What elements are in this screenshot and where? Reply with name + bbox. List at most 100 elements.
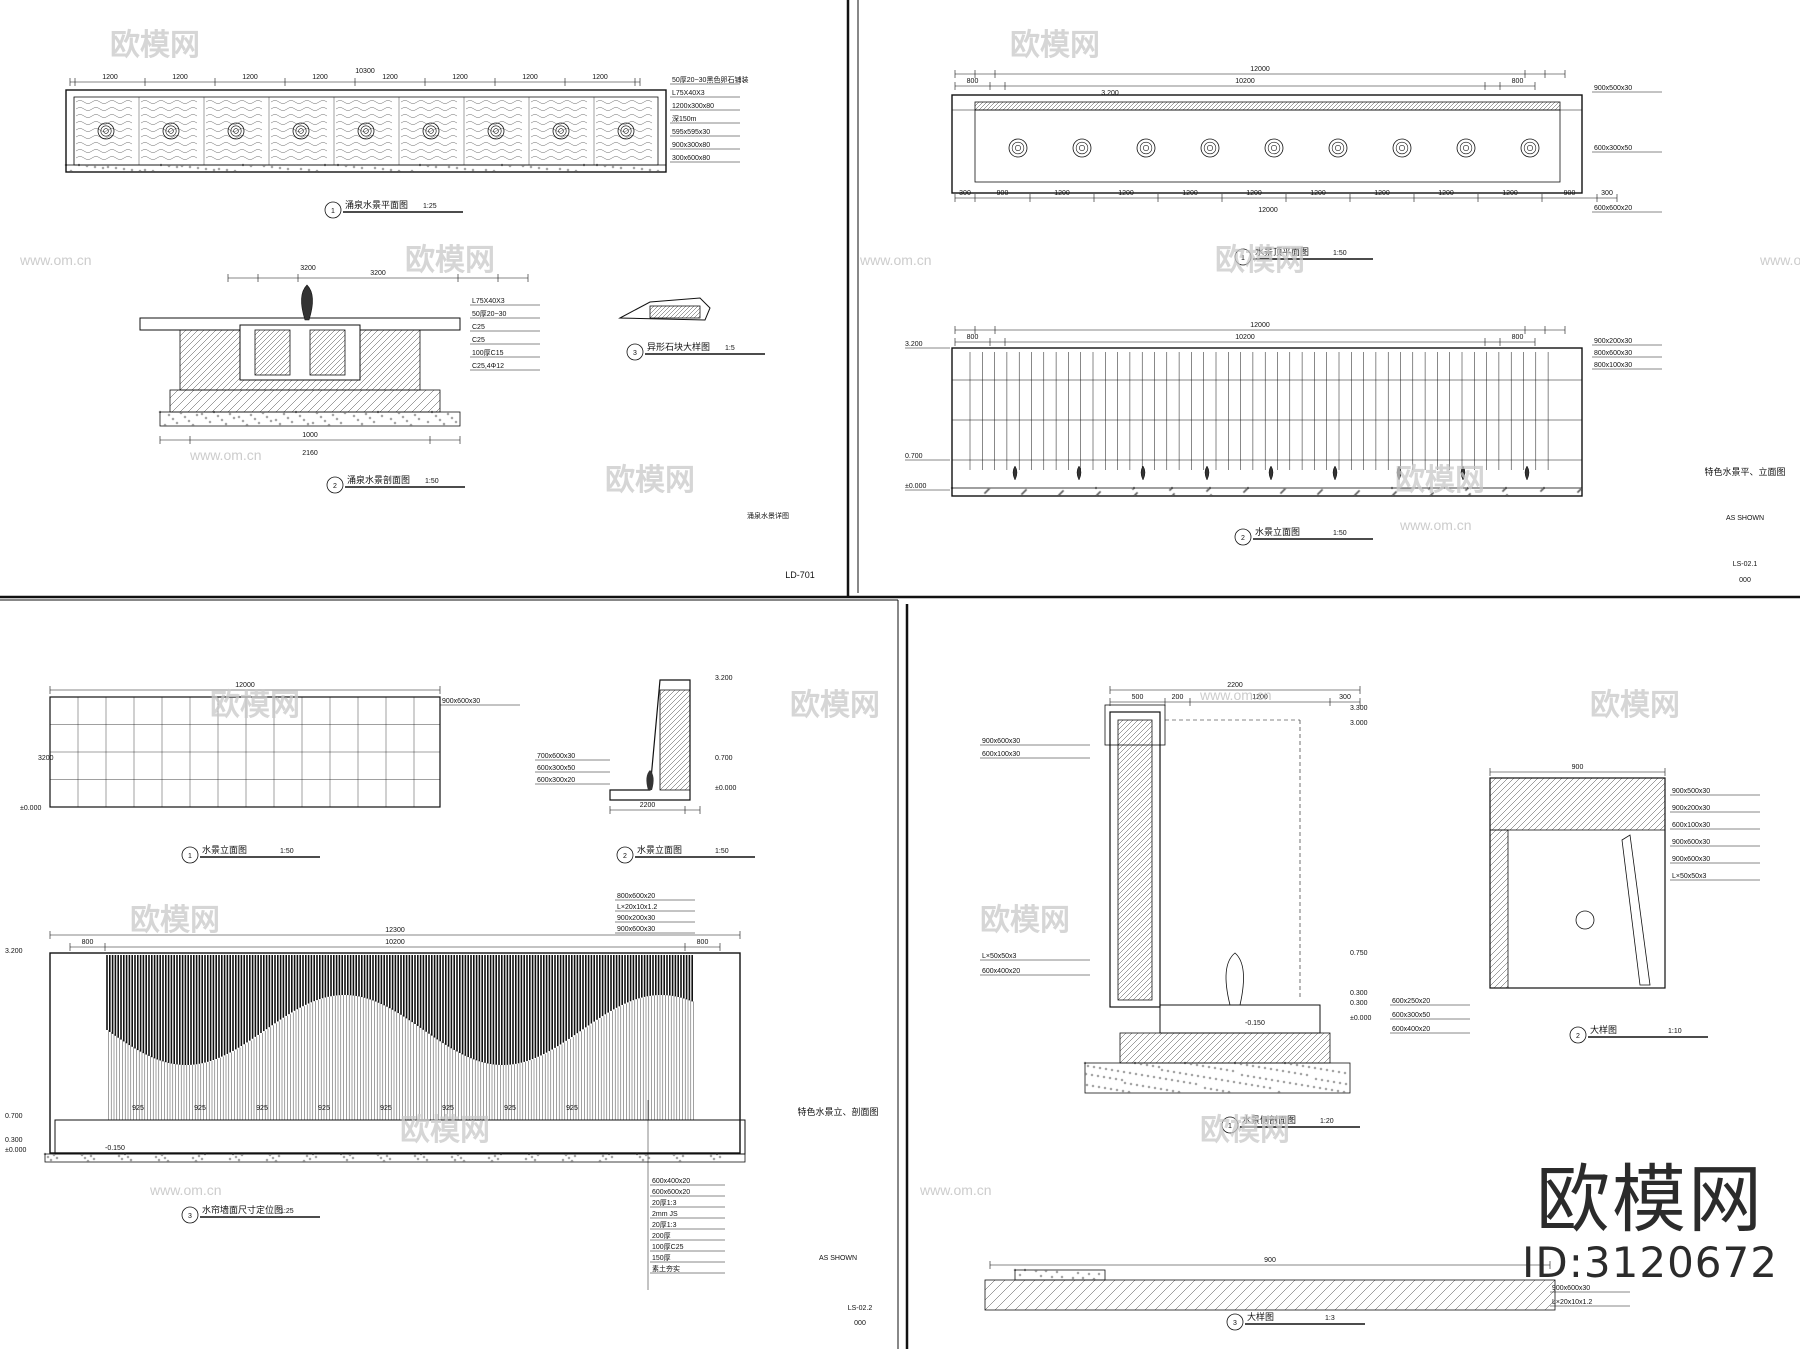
hatch-line bbox=[1338, 102, 1348, 110]
gravel-dot bbox=[500, 163, 504, 167]
gravel-dot bbox=[1020, 492, 1024, 496]
hatch-line bbox=[251, 390, 275, 412]
gravel-dot bbox=[93, 165, 97, 169]
hatch-line bbox=[1430, 102, 1440, 110]
wall-spacing: 925 bbox=[442, 1105, 454, 1112]
hatch-line bbox=[387, 390, 411, 412]
dim-label: 1200 bbox=[452, 74, 468, 81]
elev-jet bbox=[1524, 465, 1530, 481]
hatch-line bbox=[1306, 102, 1316, 110]
gravel-dot bbox=[160, 1153, 164, 1157]
fountain-ring bbox=[1200, 138, 1220, 158]
hatch-line bbox=[1190, 102, 1200, 110]
section-level: 0.300 bbox=[1350, 1000, 1368, 1007]
gravel-dot bbox=[1044, 1269, 1048, 1273]
hatch-line bbox=[371, 390, 395, 412]
hatch-line bbox=[1269, 1033, 1301, 1063]
hatch-line bbox=[371, 341, 420, 390]
gravel-dot bbox=[1083, 1061, 1087, 1065]
hatch-line bbox=[660, 729, 690, 761]
pool-outline bbox=[951, 94, 1583, 194]
section-dims-top: 3200 bbox=[227, 270, 529, 282]
hatch-line bbox=[985, 1280, 996, 1291]
dim-label: 1200 bbox=[172, 74, 188, 81]
gravel-dot bbox=[323, 163, 327, 167]
hatch-line bbox=[661, 306, 675, 318]
hatch-line bbox=[1131, 1033, 1163, 1063]
fountain-nozzle bbox=[487, 122, 505, 140]
title-index: 2 bbox=[1241, 535, 1245, 542]
gravel-dot bbox=[331, 413, 335, 417]
fountain-ring-core bbox=[233, 128, 239, 134]
hatch-line bbox=[359, 330, 420, 390]
dim-label: 800 bbox=[1512, 334, 1524, 341]
gravel-dot bbox=[1168, 488, 1172, 492]
hatch-line bbox=[660, 744, 690, 776]
leader-note: 素土夯实 bbox=[652, 1264, 680, 1273]
gravel-dot bbox=[348, 1153, 352, 1157]
elev-level: 0.700 bbox=[905, 453, 923, 460]
dim-label: 3200 bbox=[370, 270, 386, 277]
section-dims-overall: 2200 bbox=[1109, 682, 1361, 694]
hatch-line bbox=[1118, 840, 1152, 876]
water-ripple bbox=[75, 107, 133, 111]
hatch-line bbox=[1034, 102, 1044, 110]
gravel-dot bbox=[1190, 1073, 1194, 1077]
title-text: 水帘墙面尺寸定位图 bbox=[202, 1204, 283, 1215]
hatch-line bbox=[1524, 1280, 1555, 1310]
gravel-dot bbox=[611, 165, 615, 169]
gravel-dot bbox=[1172, 1070, 1176, 1074]
gravel-dot bbox=[1319, 1067, 1323, 1071]
leader-note: 600x400x20 bbox=[1392, 1026, 1430, 1033]
hatch-line bbox=[1354, 102, 1364, 110]
hatch-line bbox=[1404, 1280, 1436, 1310]
gravel-dot bbox=[323, 419, 327, 423]
gravel-dot bbox=[527, 1152, 531, 1156]
dim-label: 2200 bbox=[640, 802, 656, 809]
sheet-title: 特色水景立、剖面图 bbox=[797, 1106, 878, 1117]
hatch-line bbox=[264, 349, 290, 375]
gravel-dot bbox=[241, 163, 245, 167]
gravel-dot bbox=[1307, 1065, 1311, 1069]
gravel-dot bbox=[1209, 493, 1213, 497]
fountain-ring-core bbox=[168, 128, 174, 134]
hatch-line bbox=[1184, 1280, 1216, 1310]
dim-label: 10200 bbox=[1235, 78, 1255, 85]
detail2-dims: 900 bbox=[1489, 764, 1666, 776]
hatch-line bbox=[1278, 102, 1288, 110]
gravel-dot bbox=[175, 421, 179, 425]
gravel-dot bbox=[64, 163, 68, 167]
gravel-dot bbox=[1018, 1273, 1022, 1277]
gravel-dot bbox=[1205, 489, 1209, 493]
gravel-dot bbox=[453, 1158, 457, 1162]
fountain-ring-core bbox=[1079, 145, 1086, 152]
leader-note: 900x200x30 bbox=[1594, 338, 1632, 345]
title-index-circle bbox=[626, 343, 644, 361]
section-base bbox=[1119, 1032, 1331, 1064]
hatch-line bbox=[1090, 102, 1100, 110]
gravel-dot bbox=[422, 1155, 426, 1159]
hatch-line bbox=[1086, 102, 1096, 110]
dim-label: 900 bbox=[997, 190, 1009, 197]
hatch-line bbox=[324, 354, 345, 375]
title-index: 2 bbox=[623, 853, 627, 860]
dim-label: 200 bbox=[1172, 694, 1184, 701]
water-curtain bbox=[106, 955, 694, 1120]
gravel-dot bbox=[462, 1159, 466, 1163]
section-level: 3.000 bbox=[1350, 720, 1368, 727]
water-ripple bbox=[270, 156, 328, 160]
hatch-line bbox=[660, 690, 681, 711]
gravel-dot bbox=[187, 419, 191, 423]
title-index-circle bbox=[1221, 1116, 1239, 1134]
water-ripple bbox=[595, 121, 653, 125]
hatch-line bbox=[1394, 1280, 1426, 1310]
hatch-line bbox=[1326, 102, 1336, 110]
elev-level: 3.200 bbox=[905, 341, 923, 348]
dim-label: 10200 bbox=[1235, 334, 1255, 341]
gravel-dot bbox=[1277, 1090, 1281, 1094]
gravel-dot bbox=[1160, 1068, 1164, 1072]
watermark-brand: 欧模网 bbox=[1215, 243, 1305, 278]
